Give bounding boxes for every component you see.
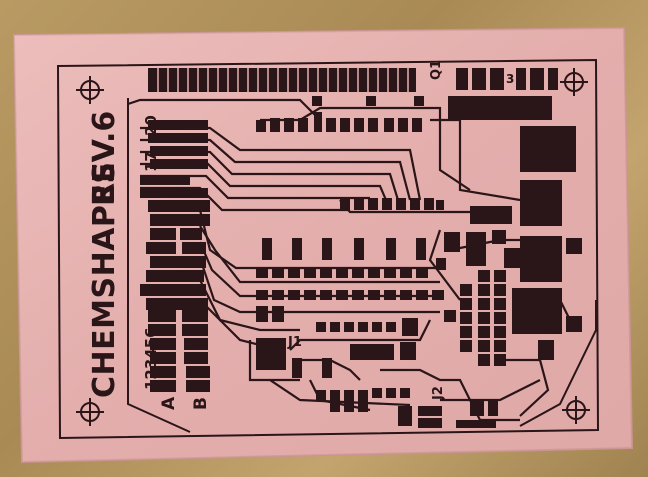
left-connector-pads [140,120,210,392]
pad-3-label: 3 [506,72,514,86]
top-header-pads [148,68,416,92]
mounting-hole-marks [76,68,590,426]
row-a-label: A [159,396,179,410]
top-right-pads [456,68,558,90]
board-revision-label: REV.6 [87,111,122,206]
pin-17-label: 17 [142,151,160,172]
pad-4-label: 4 [536,72,544,86]
pad-2-label: 2 [474,72,482,86]
q1-label: Q1 [429,60,444,80]
row-b-label: B [191,397,211,410]
j1-label: J1 [287,335,302,350]
ic-pads [256,96,498,428]
pin-20-label: 20 [142,115,160,136]
top-header-gaps [157,68,409,92]
j2-label: J2 [431,386,446,401]
right-components [436,96,582,360]
board-title-label: CHEMSHAPES [87,162,122,399]
pin-numbers-label: 123456 [142,327,160,390]
board-frame [56,58,600,440]
right-pad-matrix [460,270,506,366]
